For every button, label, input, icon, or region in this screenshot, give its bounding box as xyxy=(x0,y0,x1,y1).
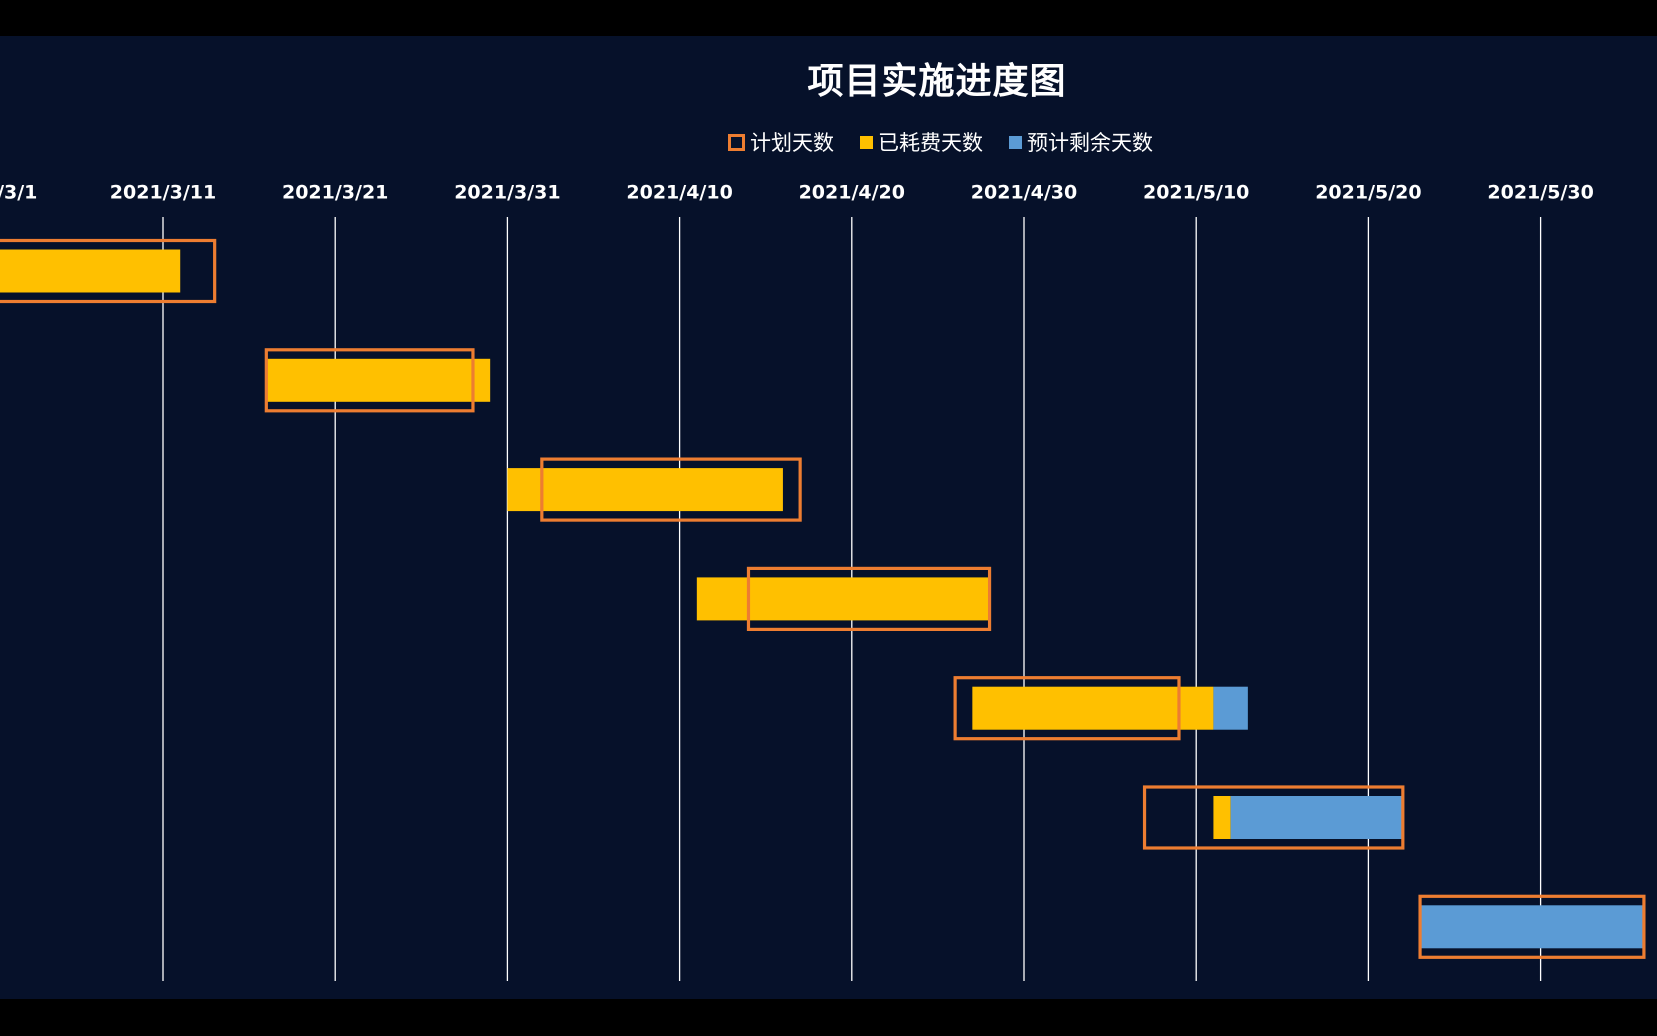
elapsed-bar[interactable] xyxy=(507,468,783,512)
chart-title: 项目实施进度图 xyxy=(807,61,1067,102)
x-tick-label: 2021/3/31 xyxy=(454,182,560,204)
legend-label-planned: 计划天数 xyxy=(750,131,834,155)
x-tick-label: 2021/4/20 xyxy=(799,182,905,204)
legend: 计划天数 已耗费天数 预计剩余天数 xyxy=(728,126,1153,158)
legend-swatch-planned xyxy=(728,133,745,151)
task-bars xyxy=(0,238,1646,959)
x-tick-label: 2021/5/30 xyxy=(1487,182,1593,204)
planned-bar[interactable] xyxy=(953,676,1181,741)
planned-bar[interactable] xyxy=(264,348,475,413)
x-tick-label: 2021/4/30 xyxy=(971,182,1077,204)
legend-swatch-elapsed xyxy=(860,135,873,149)
planned-bar[interactable] xyxy=(746,566,992,632)
elapsed-bar[interactable] xyxy=(0,249,181,293)
elapsed-bar[interactable] xyxy=(696,577,990,621)
x-tick-label: 2021/5/20 xyxy=(1315,182,1421,204)
x-tick-label: 2021/4/10 xyxy=(626,182,732,204)
legend-label-elapsed: 已耗费天数 xyxy=(878,131,983,155)
x-axis-ticks: 2021/3/1 2021/3/11 2021/3/21 2021/3/31 2021/… xyxy=(0,182,1594,204)
legend-item-planned[interactable]: 计划天数 xyxy=(728,127,834,157)
remaining-bar[interactable] xyxy=(1213,686,1248,730)
elapsed-bar[interactable] xyxy=(266,358,491,402)
planned-bar[interactable] xyxy=(1142,785,1405,850)
x-tick-label: 2021/5/10 xyxy=(1143,182,1249,204)
x-tick-label: 2021/3/11 xyxy=(110,182,216,204)
legend-swatch-remaining xyxy=(1009,135,1022,149)
legend-item-elapsed[interactable]: 已耗费天数 xyxy=(860,127,983,157)
elapsed-bar[interactable] xyxy=(972,686,1214,730)
planned-bar[interactable] xyxy=(0,238,217,304)
elapsed-bar[interactable] xyxy=(1213,796,1231,839)
x-tick-label: 2021/3/21 xyxy=(282,182,388,204)
legend-label-remaining: 预计剩余天数 xyxy=(1027,131,1153,155)
legend-item-remaining[interactable]: 预计剩余天数 xyxy=(1009,127,1153,157)
grid-lines xyxy=(162,217,1542,981)
remaining-bar[interactable] xyxy=(1420,905,1644,949)
remaining-bar[interactable] xyxy=(1230,796,1403,839)
x-tick-label: 2021/3/1 xyxy=(0,182,37,204)
planned-bar[interactable] xyxy=(1418,894,1646,959)
planned-bar[interactable] xyxy=(540,457,802,522)
